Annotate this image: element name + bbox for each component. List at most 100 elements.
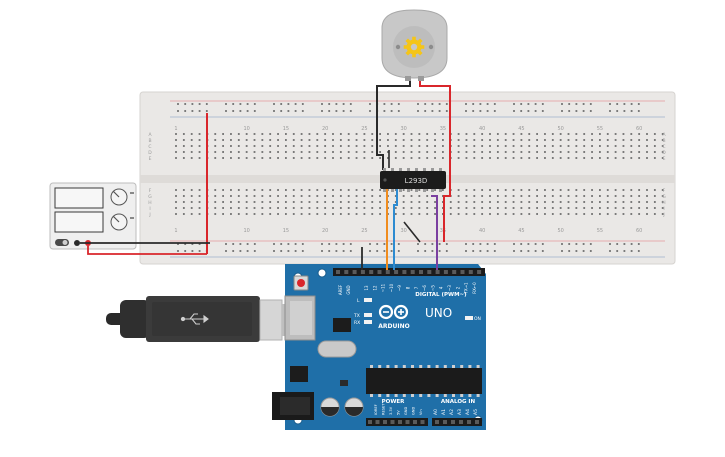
row-letter: B [662, 138, 665, 144]
power-pin-label: 5V [397, 410, 401, 415]
analog-pin-label: A2 [449, 409, 455, 415]
wire-purple[interactable] [431, 195, 438, 270]
dc-motor[interactable] [381, 9, 448, 81]
column-number: 40 [479, 228, 485, 234]
row-letter: H [662, 200, 665, 206]
board-model: UNO [425, 306, 452, 320]
column-number: 60 [636, 126, 642, 132]
column-number: 50 [557, 126, 563, 132]
column-number: 60 [636, 228, 642, 234]
aref-label: AREF [338, 284, 343, 295]
power-pin-label: GND [404, 407, 408, 415]
digital-pin-label: 4 [439, 286, 444, 289]
supply-wire-red[interactable] [87, 246, 207, 255]
digital-header [333, 268, 485, 276]
power-supply-display-bottom [54, 211, 104, 233]
power-supply[interactable] [49, 182, 137, 250]
row-letter: J [148, 212, 150, 218]
svg-text:ON: ON [474, 316, 481, 322]
column-number: 50 [557, 228, 563, 234]
column-number: 10 [243, 126, 249, 132]
gnd-label: GND [346, 285, 351, 294]
reset-button[interactable] [293, 275, 309, 291]
analog-label: ANALOG IN [441, 399, 476, 405]
column-number: 35 [440, 126, 446, 132]
svg-text:TX: TX [353, 313, 360, 319]
row-letter: G [148, 194, 152, 200]
row-letter: B [148, 138, 151, 144]
power-label: POWER [382, 399, 406, 405]
crystal [317, 340, 357, 358]
digital-pin-label: ~3 [447, 285, 452, 291]
digital-pin-label: 13 [364, 285, 369, 291]
motor-wire-red[interactable] [419, 80, 451, 197]
ic-label: L293D [405, 177, 428, 185]
terminal-black[interactable] [74, 240, 80, 246]
row-letter: E [149, 156, 152, 162]
column-number: 55 [597, 228, 603, 234]
digital-pin-label: ~9 [397, 285, 402, 291]
row-letter: J [662, 212, 664, 218]
power-header [366, 418, 428, 426]
digital-pin-label: ~10 [389, 283, 394, 292]
motor-wire-black[interactable] [376, 80, 411, 170]
voltage-regulator [290, 366, 308, 382]
wire-blue[interactable] [393, 189, 398, 270]
column-number: 30 [400, 126, 406, 132]
digital-pin-label: ~5 [430, 285, 435, 291]
analog-pin-label: A4 [465, 409, 471, 415]
row-letter: F [663, 188, 666, 194]
digital-pin-label: 7 [414, 286, 419, 289]
row-letter: C [662, 144, 665, 150]
column-number: 45 [518, 126, 524, 132]
usb-cable[interactable] [106, 296, 292, 342]
capacitors [320, 397, 364, 417]
analog-pin-label: A1 [441, 409, 447, 415]
column-number: 1 [174, 228, 177, 234]
column-number: 30 [400, 228, 406, 234]
digital-pin-label: 12 [372, 285, 377, 291]
row-letter: F [149, 188, 152, 194]
row-letter: D [662, 150, 666, 156]
svg-text:RX: RX [354, 320, 360, 326]
power-pin-label: GND [412, 407, 416, 415]
l293d-ic[interactable]: L293D [380, 168, 446, 192]
analog-pin-label: A5 [473, 409, 479, 415]
row-letter: A [662, 132, 666, 138]
column-number: 20 [322, 228, 328, 234]
column-number: 35 [440, 228, 446, 234]
signal-wires[interactable] [361, 189, 438, 270]
arduino-logo-text: ARDUINO [378, 323, 409, 330]
analog-pin-label: A0 [433, 409, 439, 415]
column-number: 25 [361, 126, 367, 132]
column-number: 10 [243, 228, 249, 234]
power-pin-label: Vin [419, 409, 423, 415]
ic-pins [383, 168, 442, 192]
column-number: 25 [361, 228, 367, 234]
digital-pin-label: ~6 [422, 285, 427, 291]
arduino-logo [378, 304, 409, 320]
status-leds: L TX RX ON [353, 298, 481, 326]
digital-pin-label: 2 [455, 286, 460, 289]
analog-pin-label: A3 [457, 409, 463, 415]
column-number: 15 [283, 228, 289, 234]
breadboard-wires[interactable] [206, 80, 451, 254]
power-pin-label: 3.3V [389, 406, 393, 415]
row-letter: G [662, 194, 666, 200]
column-number: 40 [479, 126, 485, 132]
analog-header [432, 418, 482, 426]
column-number: 15 [283, 126, 289, 132]
breadboard-column-numbers-bottom: 1 10 15 20 25 30 35 40 45 50 55 60 [174, 228, 642, 234]
digital-pin-label: ~11 [381, 283, 386, 292]
black-jumper-ic[interactable] [403, 221, 421, 243]
column-number: 45 [518, 228, 524, 234]
digital-pin-label: 8 [406, 286, 411, 289]
row-letter: E [663, 156, 666, 162]
column-number: 1 [174, 126, 177, 132]
row-letter: D [148, 150, 152, 156]
